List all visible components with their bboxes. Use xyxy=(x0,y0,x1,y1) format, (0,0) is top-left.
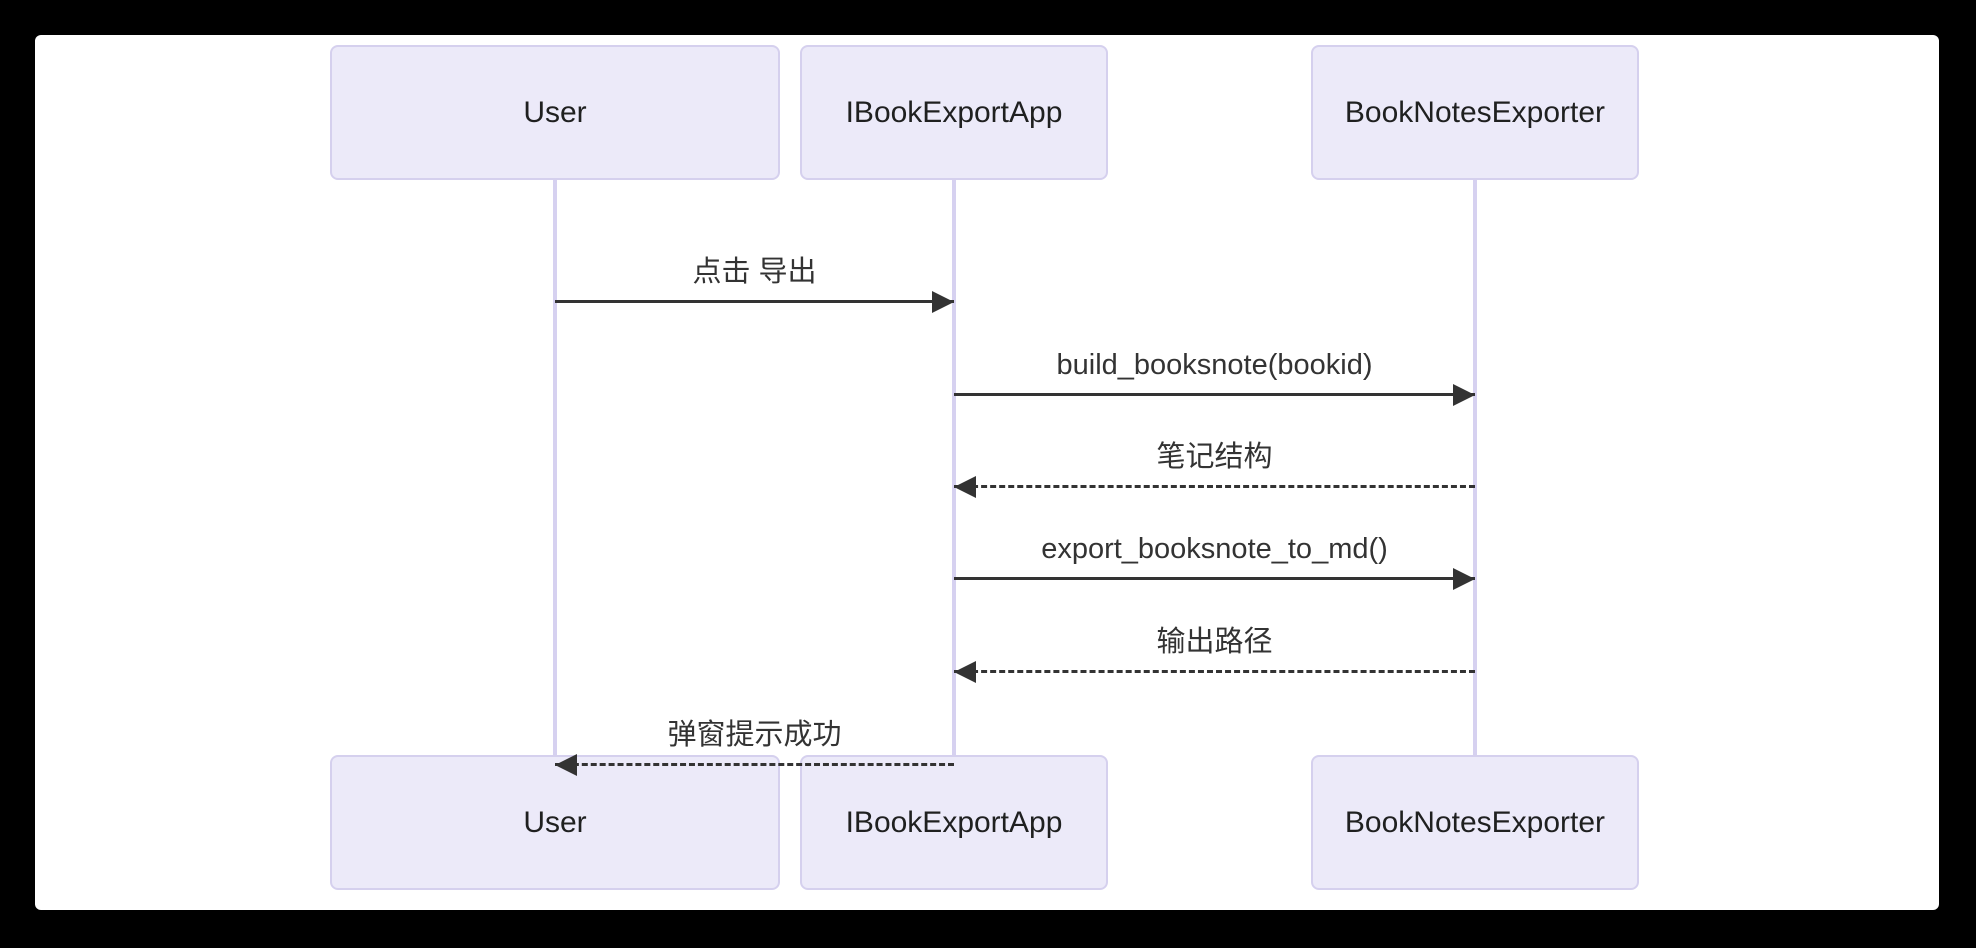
message-label-3: 笔记结构 xyxy=(1156,441,1273,473)
message-label-2: build_booksnote(bookid) xyxy=(1056,349,1373,381)
message-arrowhead-6 xyxy=(555,754,577,776)
message-label-1: 点击 导出 xyxy=(692,256,817,288)
message-line-4 xyxy=(954,577,1475,580)
message-arrowhead-3 xyxy=(954,476,976,498)
message-line-1 xyxy=(555,300,954,303)
participant-box-user-bottom[interactable]: User xyxy=(330,755,780,890)
participant-box-ibookexportapp-top[interactable]: IBookExportApp xyxy=(800,45,1108,180)
message-line-6 xyxy=(555,763,954,766)
message-arrowhead-4 xyxy=(1453,568,1475,590)
participant-label-ibookexportapp: IBookExportApp xyxy=(845,95,1063,129)
participant-box-booknotesexporter-bottom[interactable]: BookNotesExporter xyxy=(1311,755,1639,890)
message-label-6: 弹窗提示成功 xyxy=(667,719,842,751)
participant-label-user: User xyxy=(523,95,587,129)
message-arrowhead-2 xyxy=(1453,384,1475,406)
lifeline-ibookexportapp xyxy=(952,180,956,755)
lifeline-user xyxy=(553,180,557,755)
message-label-4: export_booksnote_to_md() xyxy=(1041,533,1388,565)
message-line-5 xyxy=(954,670,1475,673)
message-arrowhead-5 xyxy=(954,661,976,683)
participant-label-user: User xyxy=(523,805,587,839)
participant-label-ibookexportapp: IBookExportApp xyxy=(845,805,1063,839)
message-arrowhead-1 xyxy=(932,291,954,313)
participant-box-ibookexportapp-bottom[interactable]: IBookExportApp xyxy=(800,755,1108,890)
message-line-2 xyxy=(954,393,1475,396)
message-label-5: 输出路径 xyxy=(1156,626,1273,658)
participant-label-booknotesexporter: BookNotesExporter xyxy=(1344,95,1606,129)
participant-label-booknotesexporter: BookNotesExporter xyxy=(1344,805,1606,839)
participant-box-user-top[interactable]: User xyxy=(330,45,780,180)
participant-box-booknotesexporter-top[interactable]: BookNotesExporter xyxy=(1311,45,1639,180)
lifeline-booknotesexporter xyxy=(1473,180,1477,755)
message-line-3 xyxy=(954,485,1475,488)
